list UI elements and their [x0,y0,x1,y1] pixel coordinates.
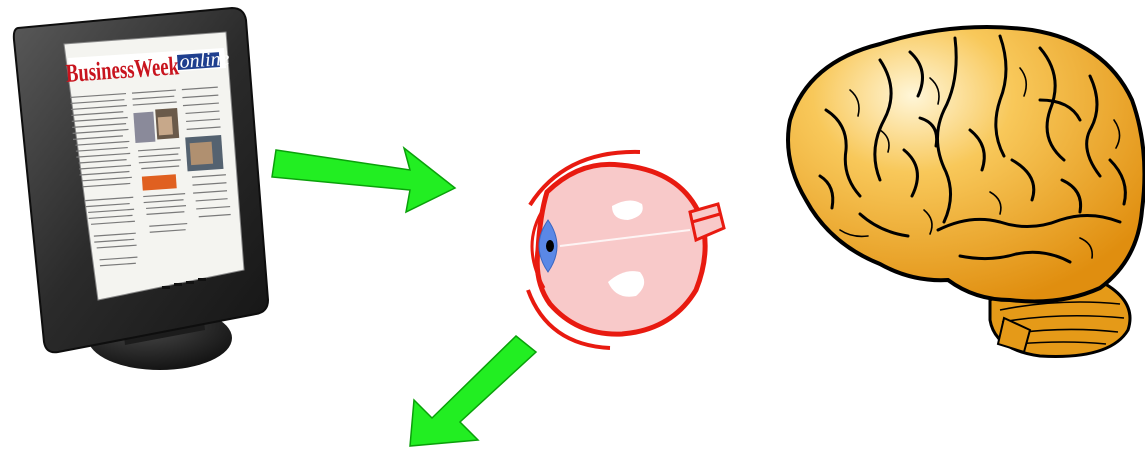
eye-icon [528,152,724,348]
brain-icon [788,27,1144,356]
screen-photo-6 [190,142,213,165]
eye-optic-nerve [690,204,724,240]
screen-photo-4 [142,174,177,190]
arrow-to-eye [272,148,455,212]
screen-online-label: online [179,48,231,73]
arrow-from-eye [410,336,536,446]
screen-photo-3 [133,112,155,143]
screen-photo-2 [158,116,173,135]
monitor-icon: BusinessWeek online [14,8,268,370]
eye-pupil [546,240,554,252]
eye-sclera [537,164,705,334]
